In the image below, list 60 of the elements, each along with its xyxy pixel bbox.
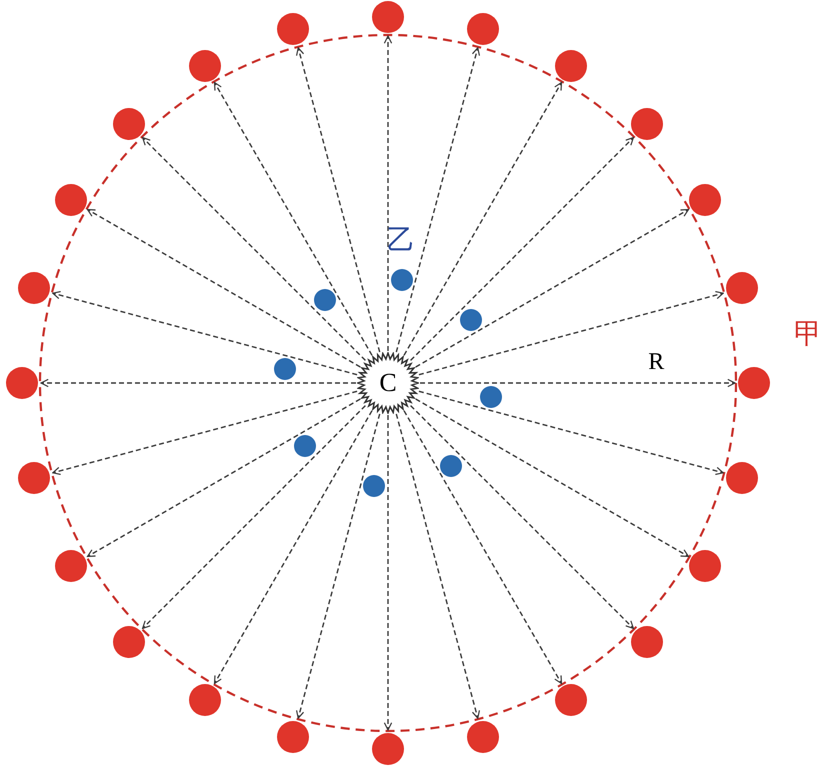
- arrow: [214, 410, 373, 684]
- arrow: [52, 390, 358, 475]
- circle-marker: [55, 184, 88, 216]
- arrow: [40, 378, 356, 388]
- arrow: [296, 414, 380, 719]
- circle-marker: [466, 13, 499, 46]
- circle-marker: [440, 454, 462, 476]
- circle-marker: [277, 720, 310, 753]
- circle-marker: [113, 108, 146, 140]
- node-label: C: [379, 369, 397, 397]
- circle-marker: [6, 367, 38, 399]
- circle-marker: [738, 367, 770, 399]
- circle-marker: [390, 268, 413, 291]
- arrow: [418, 291, 724, 376]
- circle-marker: [466, 720, 499, 753]
- starburst-node: [357, 352, 419, 414]
- group-label: 乙: [387, 226, 415, 256]
- circle-marker: [189, 684, 221, 716]
- circle-marker: [18, 462, 50, 494]
- arrow: [410, 405, 634, 629]
- circle-marker: [460, 308, 482, 331]
- arrow: [142, 405, 366, 629]
- arrow: [403, 410, 562, 684]
- circle-marker: [294, 435, 316, 458]
- circle-marker: [630, 626, 663, 658]
- circle-marker: [372, 1, 404, 33]
- circle-marker: [55, 550, 88, 582]
- circle-marker: [630, 108, 663, 140]
- circle-marker: [189, 50, 221, 82]
- arrow: [86, 398, 361, 558]
- arrow: [86, 208, 361, 368]
- group-label: 甲: [794, 320, 822, 350]
- arrow: [214, 82, 373, 356]
- circle-marker: [555, 684, 587, 716]
- arrow: [142, 137, 366, 361]
- circle-marker: [726, 272, 758, 304]
- arrow: [384, 35, 392, 351]
- arrow: [52, 291, 358, 376]
- circle-marker: [555, 50, 587, 82]
- circle-marker: [688, 184, 721, 216]
- arrow: [410, 137, 634, 361]
- circle-marker: [372, 733, 404, 765]
- arrow: [418, 390, 724, 475]
- arrow: [396, 414, 480, 719]
- circle-marker: [726, 462, 758, 494]
- circle-marker: [277, 13, 310, 46]
- circle-marker: [274, 358, 296, 380]
- circle-marker: [314, 289, 336, 312]
- arrow: [403, 82, 562, 356]
- circle-marker: [18, 272, 50, 304]
- arrow: [420, 378, 736, 388]
- arrow: [384, 415, 392, 731]
- circle-marker: [480, 386, 502, 408]
- circle-marker: [113, 626, 146, 658]
- arrow: [396, 47, 480, 352]
- arrow: [415, 398, 690, 558]
- arrow: [415, 208, 690, 368]
- circle-marker: [688, 550, 721, 582]
- circle-marker: [363, 475, 386, 498]
- arrow: [296, 47, 380, 352]
